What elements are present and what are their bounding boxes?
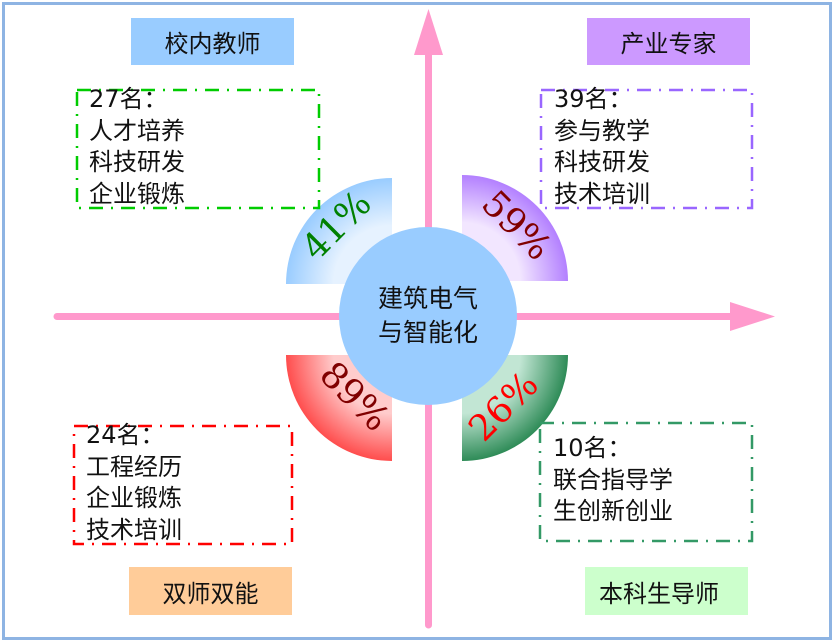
sector-bottom-right — [462, 355, 568, 461]
info-box-bottom-right: 10名： 联合指导学 生创新创业 — [553, 433, 673, 528]
category-label-dual-qualified: 双师双能 — [129, 567, 292, 615]
category-label-undergrad-mentors: 本科生导师 — [585, 567, 748, 615]
member-count: 27名： — [89, 85, 168, 113]
member-count: 10名： — [553, 434, 632, 462]
info-line: 技术培训 — [86, 515, 182, 544]
vertical-axis-arrowhead-icon — [414, 9, 443, 55]
category-label-school-teachers: 校内教师 — [131, 18, 294, 65]
info-line: 企业锻炼 — [89, 179, 185, 208]
info-line: 科技研发 — [554, 148, 650, 176]
info-box-border-top-left — [75, 88, 321, 210]
sector-bottom-left — [286, 355, 392, 461]
info-line: 科技研发 — [89, 148, 185, 176]
info-line: 生创新创业 — [553, 497, 673, 525]
center-topic: 建筑电气 与智能化 — [340, 226, 516, 406]
info-box-bottom-left: 24名： 工程经历 企业锻炼 技术培训 — [86, 420, 182, 546]
info-line: 参与教学 — [554, 116, 650, 145]
member-count: 24名： — [86, 421, 165, 449]
info-box-border-top-right — [539, 88, 754, 210]
center-topic-line-2: 与智能化 — [377, 318, 478, 347]
info-box-top-left: 27名： 人才培养 科技研发 企业锻炼 — [89, 84, 185, 210]
info-line: 人才培养 — [89, 116, 185, 145]
category-label-industry-experts: 产业专家 — [587, 18, 750, 65]
info-line: 技术培训 — [554, 179, 650, 208]
info-box-top-right: 39名： 参与教学 科技研发 技术培训 — [554, 84, 650, 210]
member-count: 39名： — [554, 85, 633, 113]
info-line: 联合指导学 — [553, 465, 673, 494]
info-box-border-bottom-left — [72, 424, 294, 546]
center-topic-line-1: 建筑电气 — [377, 284, 478, 313]
horizontal-axis-arrowhead-icon — [730, 302, 775, 331]
info-box-border-bottom-right — [538, 421, 754, 543]
info-line: 企业锻炼 — [86, 484, 182, 512]
info-line: 工程经历 — [86, 452, 182, 481]
center-circle — [339, 227, 517, 405]
